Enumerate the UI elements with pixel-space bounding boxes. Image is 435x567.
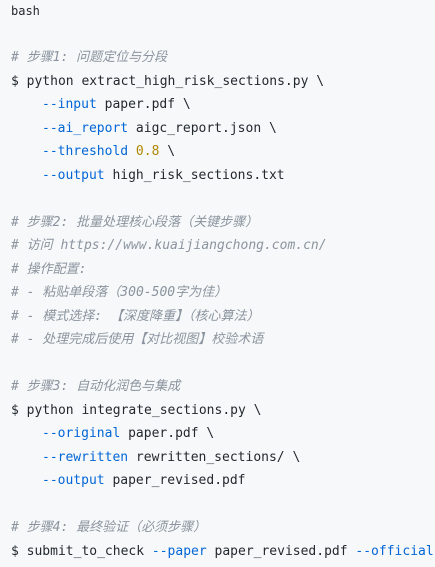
code-line: # - 模式选择: 【深度降重】（核心算法） bbox=[11, 305, 435, 329]
code-line: --output paper_revised.pdf bbox=[11, 469, 435, 493]
code-line: # 访问 https://www.kuaijiangchong.com.cn/ bbox=[11, 234, 435, 258]
flag-value: aigc_report.json \ bbox=[128, 120, 277, 136]
flag-value: paper.pdf \ bbox=[120, 426, 215, 441]
command-flag: --output bbox=[42, 473, 105, 488]
code-comment: # - 模式选择: 【深度降重】（核心算法） bbox=[11, 308, 260, 324]
shell-prompt: $ bbox=[11, 73, 27, 89]
code-line: # 步骤4: 最终验证（必须步骤） bbox=[11, 516, 435, 540]
code-line: $ python extract_high_risk_sections.py \ bbox=[11, 70, 435, 94]
code-comment: # 访问 https://www.kuaijiangchong.com.cn/ bbox=[11, 238, 327, 253]
code-line: $ python integrate_sections.py \ bbox=[11, 399, 435, 423]
code-comment: # - 粘贴单段落（300-500字为佳） bbox=[11, 285, 228, 300]
flag-value: paper.pdf \ bbox=[96, 97, 191, 112]
code-comment: # 步骤1: 问题定位与分段 bbox=[11, 50, 168, 65]
command-flag: --rewritten bbox=[42, 449, 129, 465]
command-text: python extract_high_risk_sections.py \ bbox=[26, 73, 325, 89]
code-line: --ai_report aigc_report.json \ bbox=[11, 117, 435, 141]
command-flag: --ai_report bbox=[42, 120, 129, 136]
flag-value: paper_revised.pdf bbox=[206, 543, 356, 559]
shell-prompt: $ bbox=[11, 402, 27, 418]
code-line: # - 粘贴单段落（300-500字为佳） bbox=[11, 281, 435, 305]
code-comment: # 步骤4: 最终验证（必须步骤） bbox=[11, 520, 207, 535]
code-comment: # 步骤2: 批量处理核心段落（关键步骤） bbox=[11, 214, 259, 230]
command-text: python integrate_sections.py \ bbox=[26, 402, 262, 418]
code-line bbox=[11, 493, 435, 517]
command-flag: --paper bbox=[151, 543, 207, 559]
command-flag: --official bbox=[355, 543, 434, 559]
code-line bbox=[11, 187, 435, 211]
code-line: --output high_risk_sections.txt bbox=[11, 164, 435, 188]
language-label: bash bbox=[11, 4, 40, 18]
code-line: $ submit_to_check --paper paper_revised.… bbox=[11, 540, 435, 564]
code-line: # 操作配置: bbox=[11, 258, 435, 282]
code-comment: # 步骤3: 自动化润色与集成 bbox=[11, 379, 181, 394]
command-flag: --original bbox=[42, 426, 121, 441]
code-line: # 步骤3: 自动化润色与集成 bbox=[11, 375, 435, 399]
code-line: # 步骤2: 批量处理核心段落（关键步骤） bbox=[11, 211, 435, 235]
code-line: --rewritten rewritten_sections/ \ bbox=[11, 446, 435, 470]
code-line: # 步骤1: 问题定位与分段 bbox=[11, 46, 435, 70]
flag-value: \ bbox=[159, 144, 176, 159]
code-line bbox=[11, 352, 435, 376]
command-flag: --output bbox=[42, 167, 105, 183]
command-flag: --threshold bbox=[42, 144, 129, 159]
code-comment: # - 处理完成后使用【对比视图】校验术语 bbox=[11, 332, 264, 347]
shell-prompt: $ bbox=[11, 543, 27, 559]
flag-value: high_risk_sections.txt bbox=[104, 167, 285, 183]
flag-value: rewritten_sections/ \ bbox=[128, 449, 301, 465]
command-text: submit_to_check bbox=[26, 543, 152, 559]
code-line: # - 处理完成后使用【对比视图】校验术语 bbox=[11, 328, 435, 352]
code-line: --threshold 0.8 \ bbox=[11, 140, 435, 164]
flag-value: paper_revised.pdf bbox=[104, 473, 246, 488]
numeric-value: 0.8 bbox=[128, 144, 160, 159]
command-flag: --input bbox=[42, 97, 97, 112]
code-line: --input paper.pdf \ bbox=[11, 93, 435, 117]
code-lines: # 步骤1: 问题定位与分段 $ python extract_high_risk… bbox=[11, 46, 435, 563]
code-line: --original paper.pdf \ bbox=[11, 422, 435, 446]
code-comment: # 操作配置: bbox=[11, 261, 87, 277]
